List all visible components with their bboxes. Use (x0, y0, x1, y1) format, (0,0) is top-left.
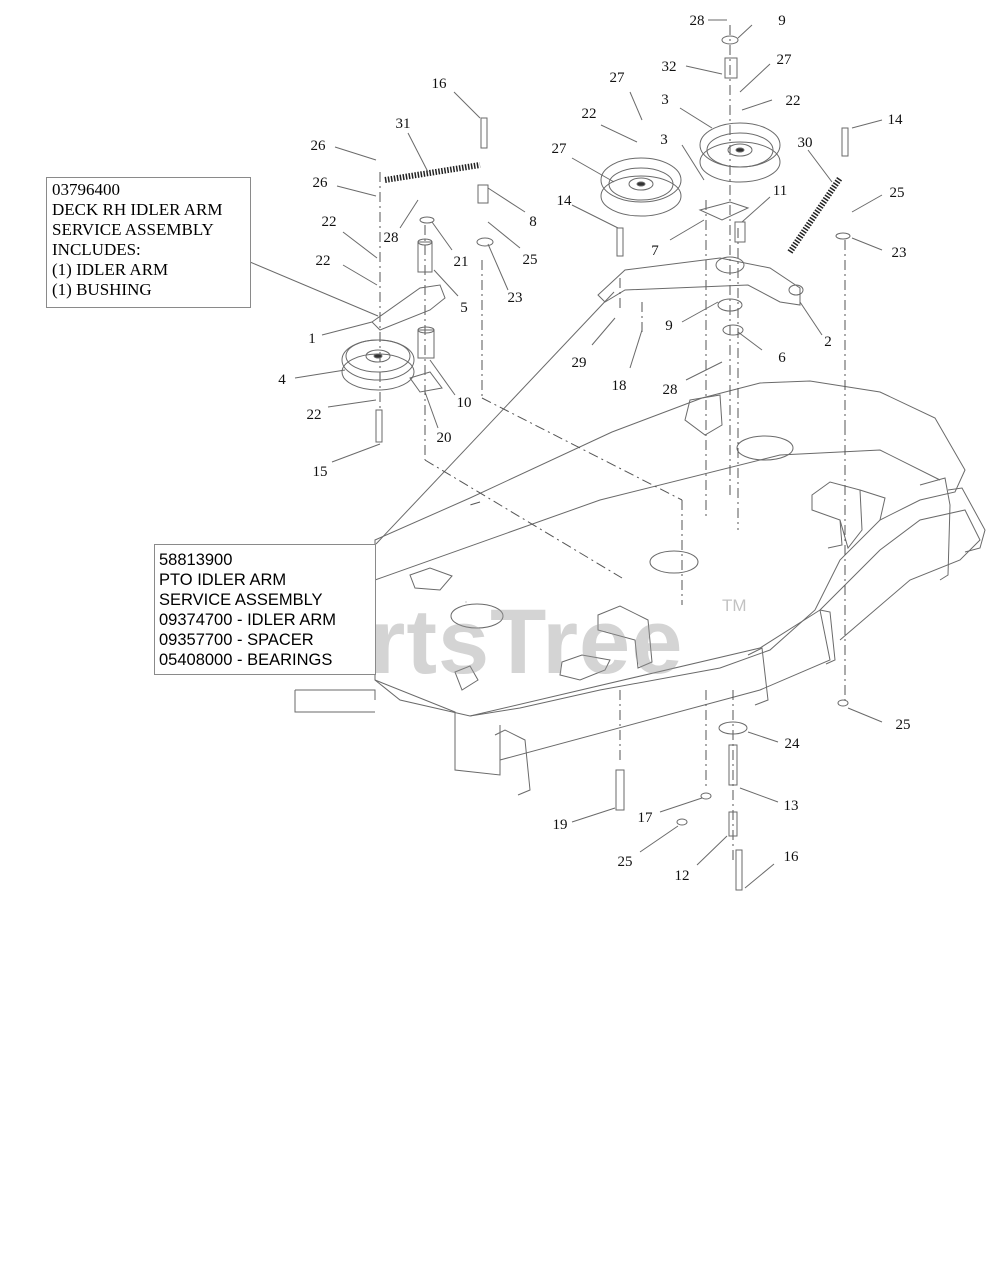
part-number-14: 14 (888, 112, 904, 128)
part-number-16: 16 (432, 76, 448, 92)
part-number-17: 17 (638, 810, 654, 826)
callout-line: (1) BUSHING (52, 280, 250, 300)
part-number-25: 25 (523, 252, 538, 268)
part-number-20: 20 (437, 430, 452, 446)
part-number-10: 10 (457, 395, 472, 411)
part-number-11: 11 (773, 183, 787, 199)
part-number-28: 28 (663, 382, 678, 398)
pulley-left (342, 340, 414, 390)
part-number-3: 3 (660, 132, 668, 148)
part-number-27: 27 (777, 52, 793, 68)
part-number-25: 25 (896, 717, 911, 733)
part-number-15: 15 (313, 464, 328, 480)
callout-line: PTO IDLER ARM (159, 570, 375, 590)
part-number-5: 5 (460, 300, 468, 316)
part-number-26: 26 (311, 138, 327, 154)
part-number-14: 14 (557, 193, 573, 209)
part-number-4: 4 (278, 372, 286, 388)
callout-line: INCLUDES: (52, 240, 250, 260)
callout-line: 03796400 (52, 180, 250, 200)
part-number-25: 25 (890, 185, 905, 201)
part-number-30: 30 (798, 135, 813, 151)
part-number-9: 9 (665, 318, 673, 334)
callout-line: SERVICE ASSEMBLY (159, 590, 375, 610)
part-number-22: 22 (322, 214, 337, 230)
callout-line: SERVICE ASSEMBLY (52, 220, 250, 240)
part-number-9: 9 (778, 13, 786, 29)
part-number-3: 3 (661, 92, 669, 108)
part-number-1: 1 (308, 331, 316, 347)
callout-line: 09357700 - SPACER (159, 630, 375, 650)
part-number-12: 12 (675, 868, 690, 884)
part-number-21: 21 (454, 254, 469, 270)
part-number-28: 28 (384, 230, 399, 246)
spring-left (385, 165, 480, 180)
part-number-27: 27 (552, 141, 568, 157)
part-number-6: 6 (778, 350, 786, 366)
part-number-23: 23 (892, 245, 907, 261)
part-number-23: 23 (508, 290, 523, 306)
pulley-center (601, 158, 681, 216)
part-number-13: 13 (784, 798, 799, 814)
part-number-22: 22 (786, 93, 801, 109)
rh-idler-arm (372, 285, 445, 330)
callout-line: 58813900 (159, 550, 375, 570)
part-number-18: 18 (612, 378, 627, 394)
callout-line: (1) IDLER ARM (52, 260, 250, 280)
part-number-22: 22 (316, 253, 331, 269)
callout-line: 05408000 - BEARINGS (159, 650, 375, 670)
rh-idler-arm-callout: 03796400 DECK RH IDLER ARM SERVICE ASSEM… (46, 177, 251, 308)
pulley-right (700, 123, 780, 182)
watermark-trademark: TM (722, 596, 747, 616)
part-number-22: 22 (582, 106, 597, 122)
part-number-28: 28 (690, 13, 705, 29)
pto-idler-arm-callout: 58813900 PTO IDLER ARM SERVICE ASSEMBLY … (154, 544, 376, 675)
part-number-7: 7 (651, 243, 659, 259)
part-number-16: 16 (784, 849, 800, 865)
callout-line: 09374700 - IDLER ARM (159, 610, 375, 630)
part-number-31: 31 (396, 116, 411, 132)
part-number-19: 19 (553, 817, 568, 833)
part-number-2: 2 (824, 334, 832, 350)
mower-deck (295, 381, 985, 795)
part-number-8: 8 (529, 214, 537, 230)
callout-line: DECK RH IDLER ARM (52, 200, 250, 220)
part-number-29: 29 (572, 355, 587, 371)
pto-idler-arm (598, 258, 800, 305)
part-number-26: 26 (313, 175, 329, 191)
part-number-24: 24 (785, 736, 801, 752)
part-number-27: 27 (610, 70, 626, 86)
part-number-22: 22 (307, 407, 322, 423)
spring-right (790, 178, 840, 252)
part-number-32: 32 (662, 59, 677, 75)
part-number-25: 25 (618, 854, 633, 870)
